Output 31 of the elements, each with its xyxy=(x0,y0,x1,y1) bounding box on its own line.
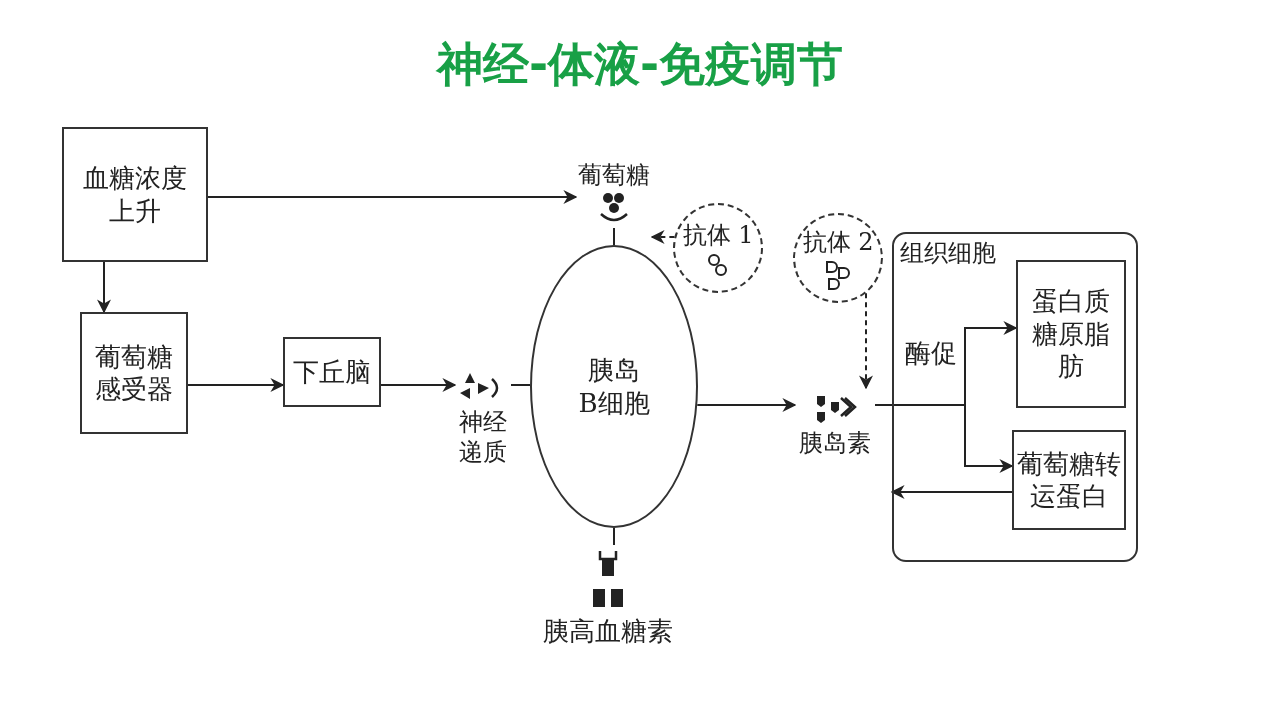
tissue-cell-box xyxy=(892,232,1138,562)
node-label: 下丘脑 xyxy=(293,355,371,389)
node-label: 抗体 2 xyxy=(802,227,874,257)
node-label: 胰岛 B细胞 xyxy=(577,354,651,419)
process-box xyxy=(80,312,188,434)
node-label: 神经递质 xyxy=(458,407,508,467)
antibody-circle xyxy=(793,213,883,303)
process-box xyxy=(62,127,208,262)
antibody-circle xyxy=(673,203,763,293)
title: 神经-体液-免疫调节 xyxy=(436,36,844,93)
transporter-box xyxy=(1012,430,1126,530)
node-label: 蛋白质糖原脂肪 xyxy=(1031,285,1111,383)
arrow xyxy=(380,378,457,392)
node-label: 葡萄糖转运蛋白 xyxy=(1016,447,1122,513)
arrow xyxy=(650,230,676,244)
node-label: 胰岛素 xyxy=(799,428,871,458)
cell-ellipse xyxy=(530,245,698,528)
arrow xyxy=(207,190,578,204)
arrow xyxy=(187,378,285,392)
arrow xyxy=(859,292,873,390)
arrow xyxy=(97,261,111,314)
node-label: 胰高血糖素 xyxy=(543,614,673,648)
node-label: 血糖浓度上升 xyxy=(82,162,188,227)
node-label: 葡萄糖 xyxy=(578,159,650,190)
product-box xyxy=(1016,260,1126,408)
arrow xyxy=(874,404,1014,473)
process-box xyxy=(283,337,381,407)
node-label: 葡萄糖感受器 xyxy=(94,340,174,406)
arrow xyxy=(696,398,797,412)
node-label: 抗体 1 xyxy=(682,220,754,250)
box-heading: 组织细胞 xyxy=(900,238,996,268)
